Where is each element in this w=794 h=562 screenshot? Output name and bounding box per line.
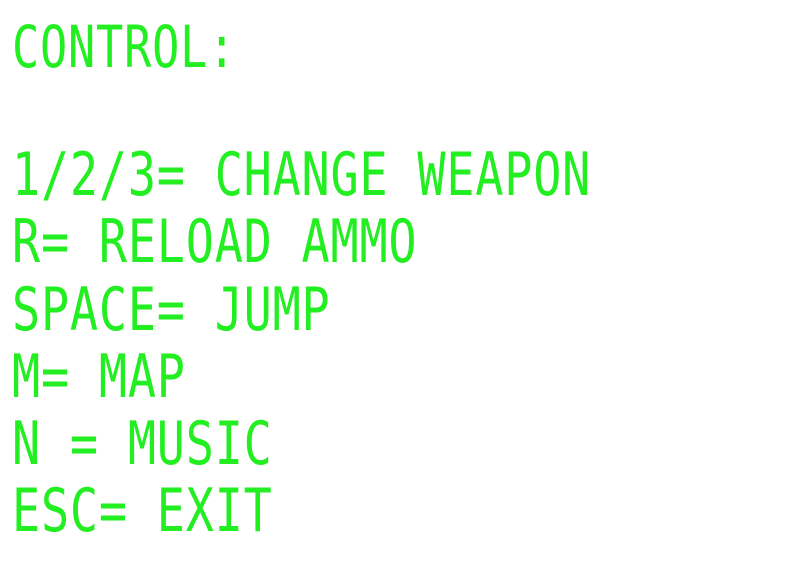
control-reload-ammo: R= RELOAD AMMO xyxy=(12,207,418,277)
control-exit: ESC= EXIT xyxy=(12,476,273,546)
control-jump: SPACE= JUMP xyxy=(12,275,331,345)
control-music: N = MUSIC xyxy=(12,409,273,479)
control-change-weapon: 1/2/3= CHANGE WEAPON xyxy=(12,140,592,210)
controls-title: CONTROL: xyxy=(12,13,237,81)
control-map: M= MAP xyxy=(12,342,186,412)
